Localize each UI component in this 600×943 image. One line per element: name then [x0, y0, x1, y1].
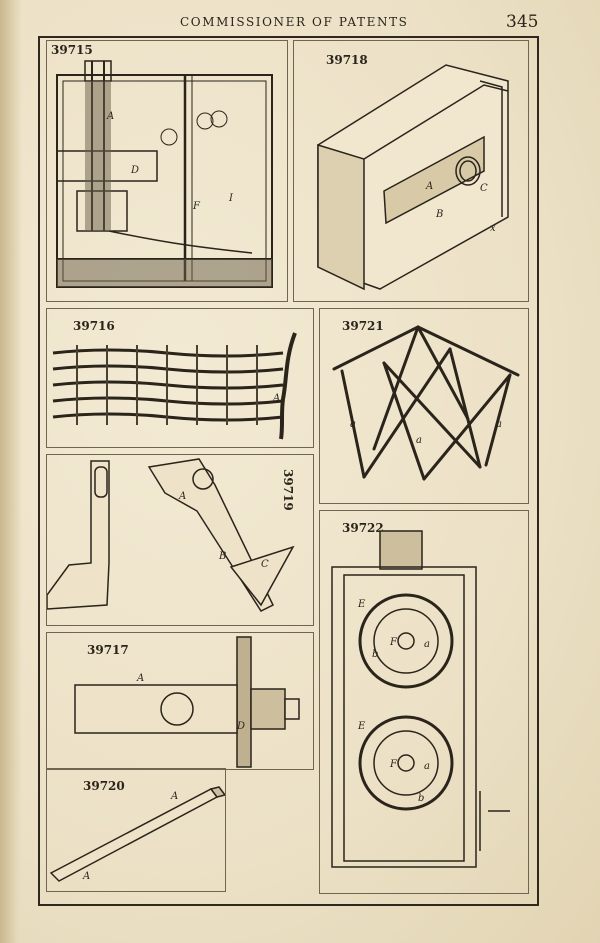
figure-number: 39720	[83, 779, 125, 793]
figure-drawing-39721: a a a	[332, 325, 520, 481]
figure-number: 39722	[342, 521, 384, 535]
figure-panel-39720: 39720 A A	[46, 768, 226, 892]
figure-panel-39719: 39719 A B C	[46, 454, 314, 626]
label-A: A	[178, 491, 186, 502]
header-title: COMMISSIONER OF PATENTS	[180, 15, 409, 29]
label-a: a	[424, 761, 430, 772]
label-E: E	[357, 599, 366, 610]
figure-frame	[38, 36, 539, 906]
figure-drawing-39717: A D	[74, 636, 300, 768]
label-D: D	[130, 165, 139, 176]
page-header: COMMISSIONER OF PATENTS 345	[0, 12, 600, 32]
label-F: F	[389, 759, 398, 770]
label-F: F	[192, 201, 201, 212]
label-B: B	[218, 551, 226, 562]
figure-drawing-39715: A D F I	[56, 60, 273, 288]
label-b: b	[372, 649, 378, 660]
figure-number: 39715	[51, 43, 93, 57]
figure-number: 39721	[342, 319, 384, 333]
page-gutter-shadow	[0, 0, 22, 943]
label-C: C	[261, 559, 269, 570]
label-A: A	[272, 393, 280, 404]
label-a: a	[424, 639, 430, 650]
figure-number: 39716	[73, 319, 115, 333]
label-A: A	[425, 181, 433, 192]
label-A: A	[170, 791, 178, 802]
label-D: D	[236, 721, 245, 732]
label-A: A	[82, 871, 90, 882]
figure-drawing-39716: A	[52, 332, 297, 440]
label-C: C	[480, 183, 488, 194]
figure-number: 39718	[326, 53, 368, 67]
figure-drawing-39719: A B C	[47, 458, 295, 612]
figure-drawing-39720: A A	[49, 786, 225, 882]
figure-drawing-39718: A B C x	[317, 64, 509, 291]
figure-panel-39715: 39715 A D F I	[46, 40, 288, 302]
label-a: a	[496, 419, 502, 430]
label-F: F	[389, 637, 398, 648]
label-E: E	[357, 721, 366, 732]
figure-panel-39717: 39717 A D	[46, 632, 314, 770]
figure-panel-39722: 39722 E F E F a b a b	[319, 510, 529, 894]
label-A: A	[106, 111, 114, 122]
label-a: a	[416, 435, 422, 446]
figure-panel-39716: 39716 A	[46, 308, 314, 448]
label-x: x	[490, 223, 496, 234]
figure-panel-39721: 39721 a a a	[319, 308, 529, 504]
label-A: A	[136, 673, 144, 684]
figure-number: 39717	[87, 643, 129, 657]
label-b: b	[418, 793, 424, 804]
label-B: B	[435, 209, 443, 220]
label-I: I	[228, 193, 234, 204]
figure-panel-39718: 39718 A B C x	[293, 40, 529, 302]
label-a: a	[350, 419, 356, 430]
page-number: 345	[506, 12, 539, 32]
figure-drawing-39722: E F E F a b a b	[331, 530, 510, 868]
